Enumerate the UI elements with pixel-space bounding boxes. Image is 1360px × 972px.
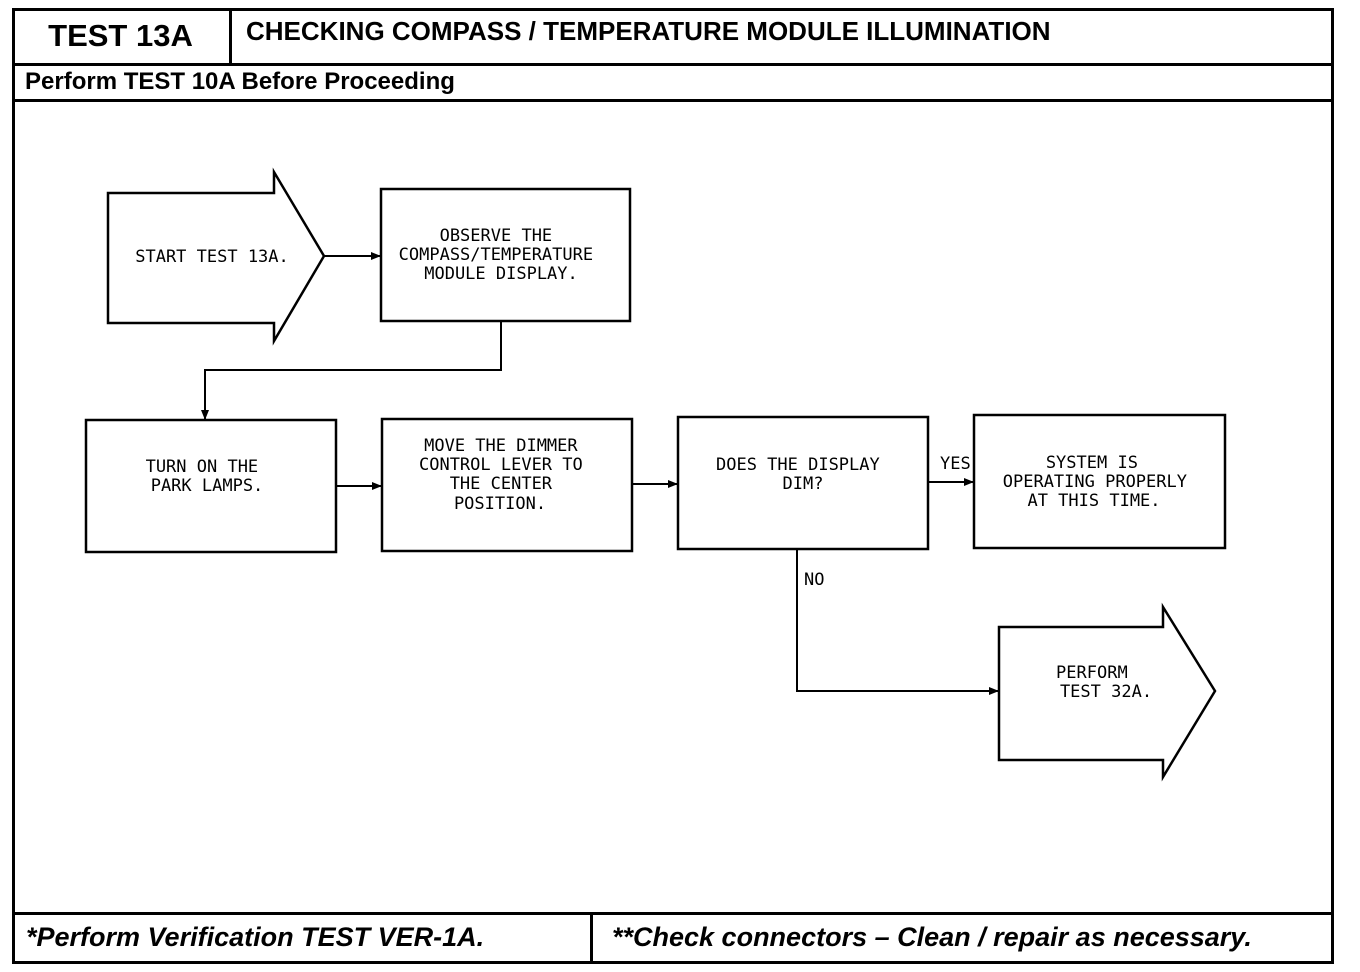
system-ok-box xyxy=(972,413,1227,550)
start-arrow-shape xyxy=(106,167,326,346)
footer-verification-note: *Perform Verification TEST VER-1A. xyxy=(26,922,485,952)
prerequisite-note: Perform TEST 10A Before Proceeding xyxy=(25,68,455,95)
yes-label: YES xyxy=(940,454,971,474)
footer-divider xyxy=(12,912,1334,915)
dimmer-label: MOVE THE DIMMER CONTROL LEVER TO THE CEN… xyxy=(419,436,593,514)
park-lamps-label: TURN ON THE PARK LAMPS. xyxy=(146,457,269,496)
perform-label: PERFORM TEST 32A. xyxy=(1056,663,1152,702)
start-label: START TEST 13A. xyxy=(135,247,289,267)
footer-connectors-note: **Check connectors – Clean / repair as n… xyxy=(612,922,1252,952)
page-frame xyxy=(12,8,1334,964)
decision-label: DOES THE DISPLAY DIM? xyxy=(716,455,890,494)
system-ok-label: SYSTEM IS OPERATING PROPERLY AT THIS TIM… xyxy=(1003,453,1197,511)
observe-label: OBSERVE THE COMPASS/TEMPERATURE MODULE D… xyxy=(399,226,604,284)
connector-no xyxy=(796,549,999,695)
perform-arrow-shape xyxy=(997,602,1217,782)
connector-observe-park xyxy=(201,322,502,420)
test-label: TEST 13A xyxy=(12,8,232,66)
decision-box xyxy=(676,415,930,551)
dimmer-box xyxy=(380,417,634,553)
no-label: NO xyxy=(804,570,824,590)
footer-column-divider xyxy=(590,912,593,964)
header-divider xyxy=(232,63,1334,66)
subheader-divider xyxy=(12,99,1334,102)
observe-box xyxy=(379,187,632,323)
page-title: CHECKING COMPASS / TEMPERATURE MODULE IL… xyxy=(246,16,1051,46)
park-lamps-box xyxy=(84,418,338,554)
